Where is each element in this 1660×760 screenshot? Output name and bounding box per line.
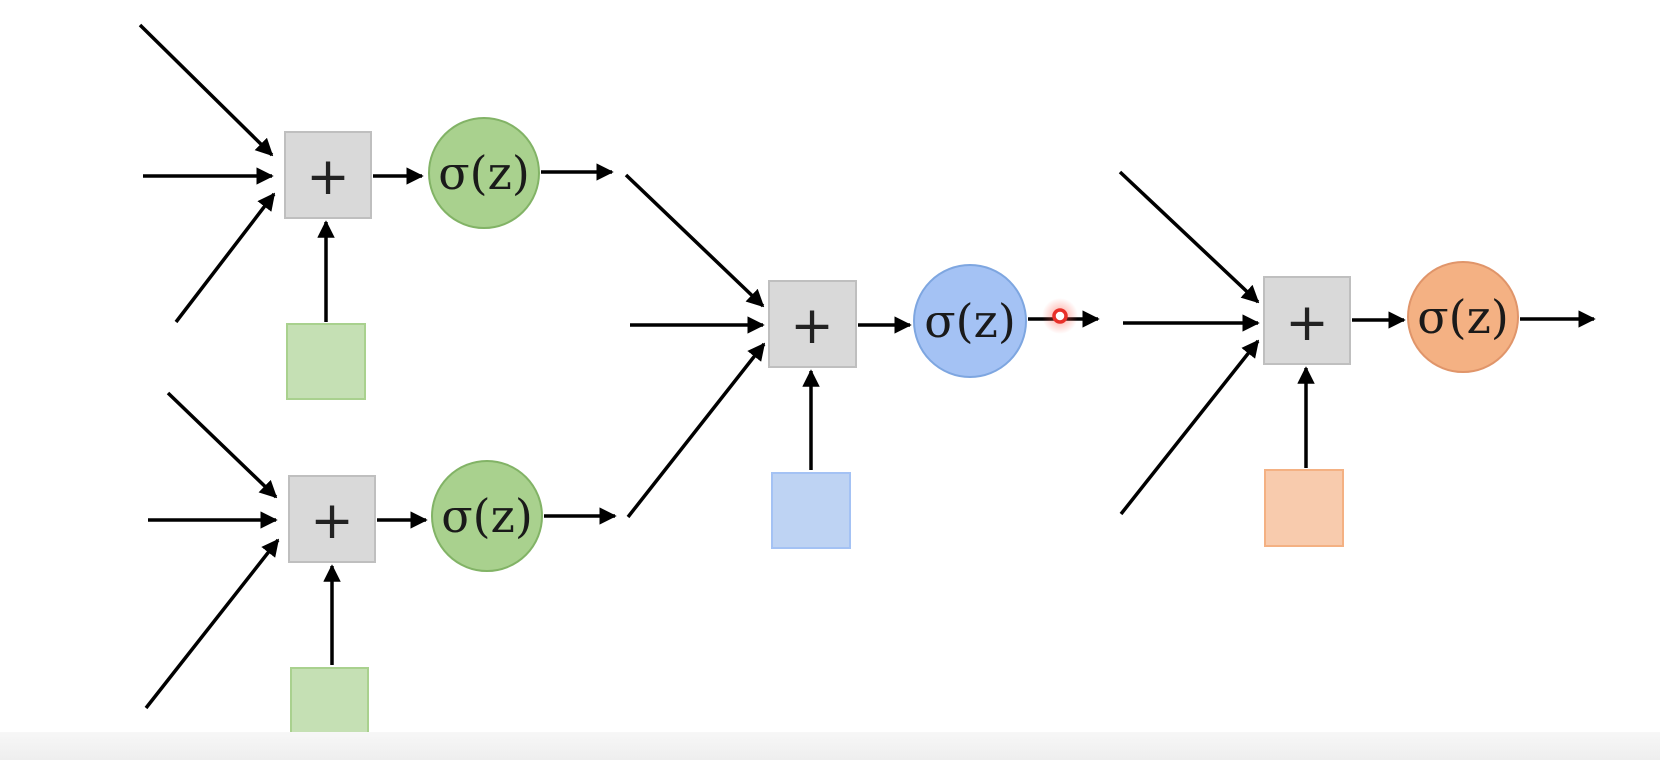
input-arrow: [174, 192, 276, 324]
activation-label: σ(z): [1417, 290, 1509, 344]
input-arrow: [144, 538, 280, 710]
bias-node: [290, 667, 369, 743]
activation-label: σ(z): [441, 489, 533, 543]
input-arrow: [138, 23, 274, 157]
input-arrow: [166, 391, 278, 499]
pointer-icon: [1042, 298, 1078, 334]
neuron-hidden-2: + σ(z): [144, 391, 617, 743]
input-arrow: [626, 342, 766, 519]
sum-symbol: +: [790, 296, 834, 356]
neuron-hidden-1: + σ(z): [138, 23, 614, 400]
sum-node: [768, 280, 857, 368]
bias-node: [771, 472, 851, 549]
activation-node: [913, 264, 1027, 378]
neuron-middle: + σ(z): [624, 173, 1100, 549]
sum-node: [1263, 276, 1351, 365]
input-arrow: [624, 173, 765, 308]
bias-node: [286, 323, 366, 400]
neuron-output: + σ(z): [1118, 170, 1596, 547]
bias-node: [1264, 469, 1344, 547]
sum-symbol: +: [310, 491, 354, 551]
bottom-bar: [0, 732, 1660, 760]
input-arrow: [1119, 339, 1260, 516]
sum-symbol: +: [1285, 293, 1329, 353]
activation-node: [431, 460, 543, 572]
activation-label: σ(z): [438, 146, 530, 200]
activation-node: [1407, 261, 1519, 373]
sum-symbol: +: [306, 147, 350, 207]
activation-label: σ(z): [924, 294, 1016, 348]
activation-node: [428, 117, 540, 229]
sum-node: [288, 475, 376, 563]
input-arrow: [1118, 170, 1260, 304]
sum-node: [284, 131, 372, 219]
